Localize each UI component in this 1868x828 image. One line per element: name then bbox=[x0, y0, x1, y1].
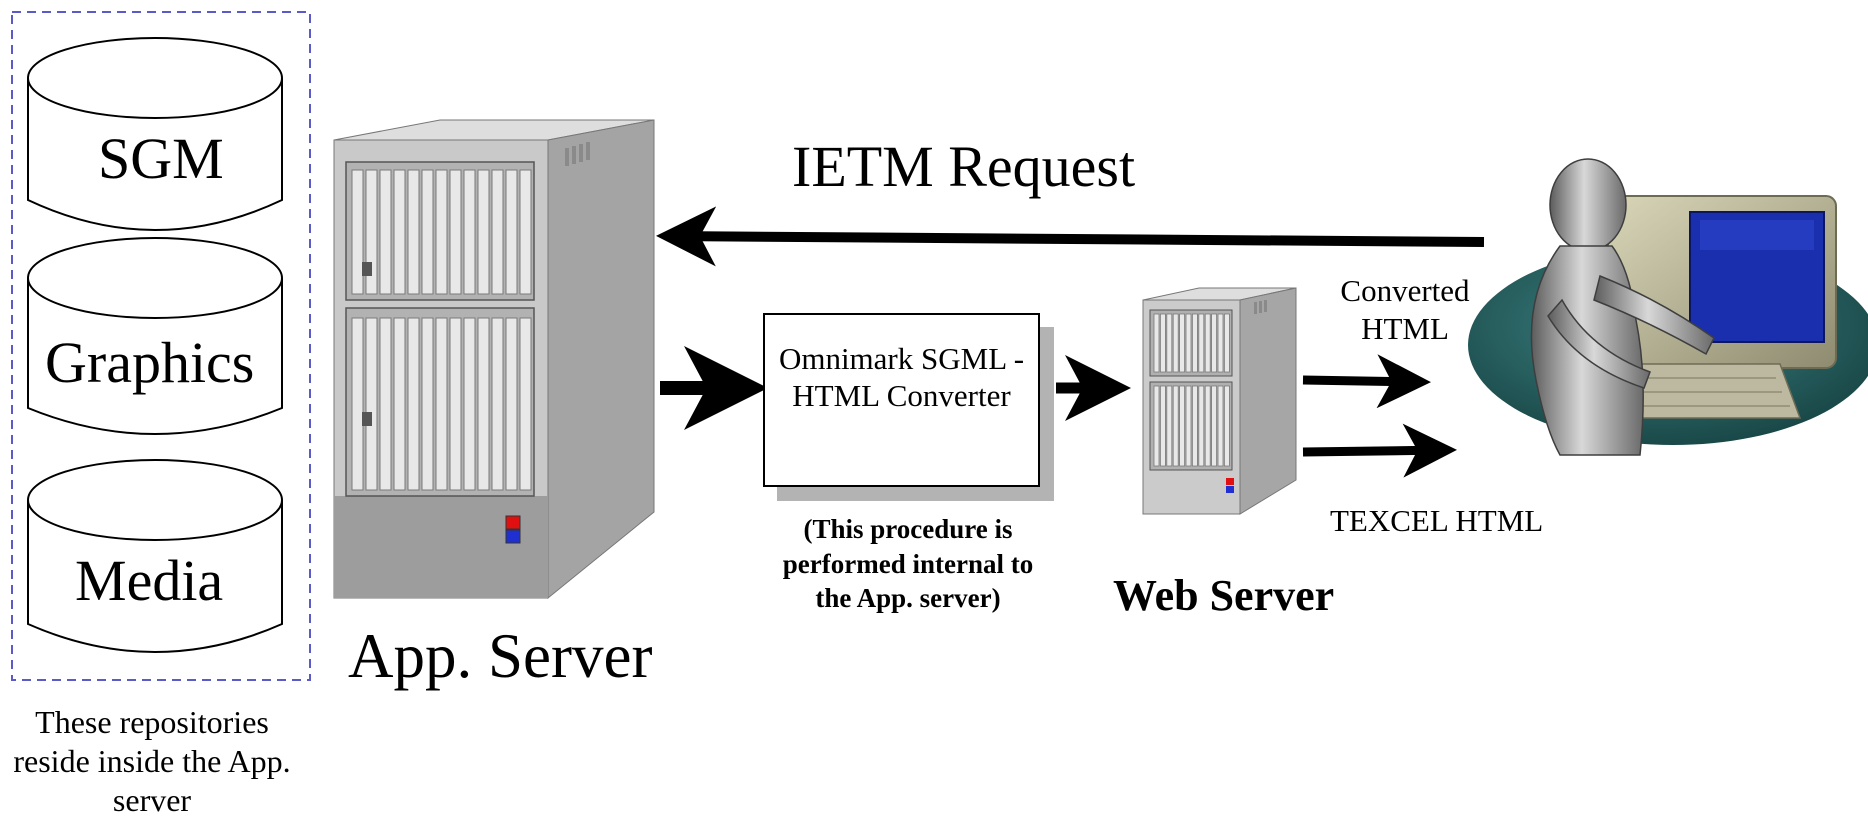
server-tower-icon bbox=[1142, 287, 1297, 515]
database-cylinder-icon bbox=[27, 37, 283, 231]
drive-slot bbox=[435, 317, 448, 491]
drive-slot bbox=[1153, 313, 1160, 373]
repository-caption: These repositories reside inside the App… bbox=[13, 704, 291, 819]
drive-slot bbox=[463, 317, 476, 491]
drive-slot bbox=[1217, 385, 1224, 467]
arrow-icon bbox=[1302, 354, 1431, 409]
converter-note: (This procedure is performed internal to… bbox=[782, 514, 1034, 614]
drive-slot bbox=[463, 169, 476, 295]
drive-slot bbox=[1198, 313, 1205, 373]
drive-slot bbox=[407, 169, 420, 295]
drive-slot bbox=[1217, 313, 1224, 373]
drive-slot bbox=[1192, 385, 1198, 467]
web-server-label: Web Server bbox=[1113, 571, 1335, 620]
drive-slot bbox=[379, 317, 392, 491]
drive-slot bbox=[449, 169, 462, 295]
drive-slot bbox=[505, 317, 518, 491]
drive-slot bbox=[1224, 385, 1230, 467]
drive-slot bbox=[1211, 313, 1217, 373]
drive-slot bbox=[1172, 313, 1179, 373]
drive-slot bbox=[1185, 313, 1192, 373]
drive-slot bbox=[407, 317, 420, 491]
drive-slot bbox=[1172, 385, 1179, 467]
database-cylinder-icon bbox=[27, 459, 283, 653]
drive-slot bbox=[379, 169, 392, 295]
drive-slot bbox=[1179, 313, 1185, 373]
converter-label: Omnimark SGML - HTML Converter bbox=[778, 341, 1025, 414]
repository-label-graphics: Graphics bbox=[45, 330, 255, 395]
server-tower-icon bbox=[333, 119, 655, 600]
drive-slot bbox=[1179, 385, 1185, 467]
drive-slot bbox=[519, 317, 532, 491]
drive-slot bbox=[1160, 313, 1166, 373]
drive-slot bbox=[393, 169, 406, 295]
drive-slot bbox=[421, 169, 434, 295]
drive-slot bbox=[1160, 385, 1166, 467]
drive-slot bbox=[477, 169, 490, 295]
drive-slot bbox=[505, 169, 518, 295]
drive-slot bbox=[1224, 313, 1230, 373]
drive-slot bbox=[393, 317, 406, 491]
drive-slot bbox=[491, 317, 504, 491]
drive-slot bbox=[1166, 385, 1173, 467]
user-workstation-icon bbox=[1468, 158, 1868, 456]
arrow-icon bbox=[656, 206, 1485, 267]
drive-slot bbox=[1166, 313, 1173, 373]
drive-slot bbox=[1211, 385, 1217, 467]
ietm-request-label: IETM Request bbox=[792, 134, 1136, 199]
drive-slot bbox=[1153, 385, 1160, 467]
drive-slot bbox=[1185, 385, 1192, 467]
converter-box bbox=[763, 313, 1040, 487]
texcel-html-label: TEXCEL HTML bbox=[1330, 503, 1544, 538]
app-server-label: App. Server bbox=[348, 621, 653, 691]
repository-label-media: Media bbox=[75, 548, 224, 613]
drive-slot bbox=[351, 169, 364, 295]
drive-slot bbox=[1204, 313, 1211, 373]
drive-slot bbox=[365, 317, 378, 491]
database-cylinder-icon bbox=[27, 237, 283, 435]
drive-slot bbox=[1198, 385, 1205, 467]
repository-group-border bbox=[11, 11, 311, 681]
drive-slot bbox=[477, 317, 490, 491]
arrow-icon bbox=[1302, 423, 1457, 478]
converted-html-label: Converted HTML bbox=[1340, 273, 1470, 346]
drive-slot bbox=[519, 169, 532, 295]
repository-label-sgm: SGM bbox=[98, 126, 224, 191]
drive-slot bbox=[435, 169, 448, 295]
drive-slot bbox=[421, 317, 434, 491]
drive-slot bbox=[449, 317, 462, 491]
drive-slot bbox=[351, 317, 364, 491]
drive-slot bbox=[1204, 385, 1211, 467]
drive-slot bbox=[1192, 313, 1198, 373]
drive-slot bbox=[491, 169, 504, 295]
drive-slot bbox=[365, 169, 378, 295]
